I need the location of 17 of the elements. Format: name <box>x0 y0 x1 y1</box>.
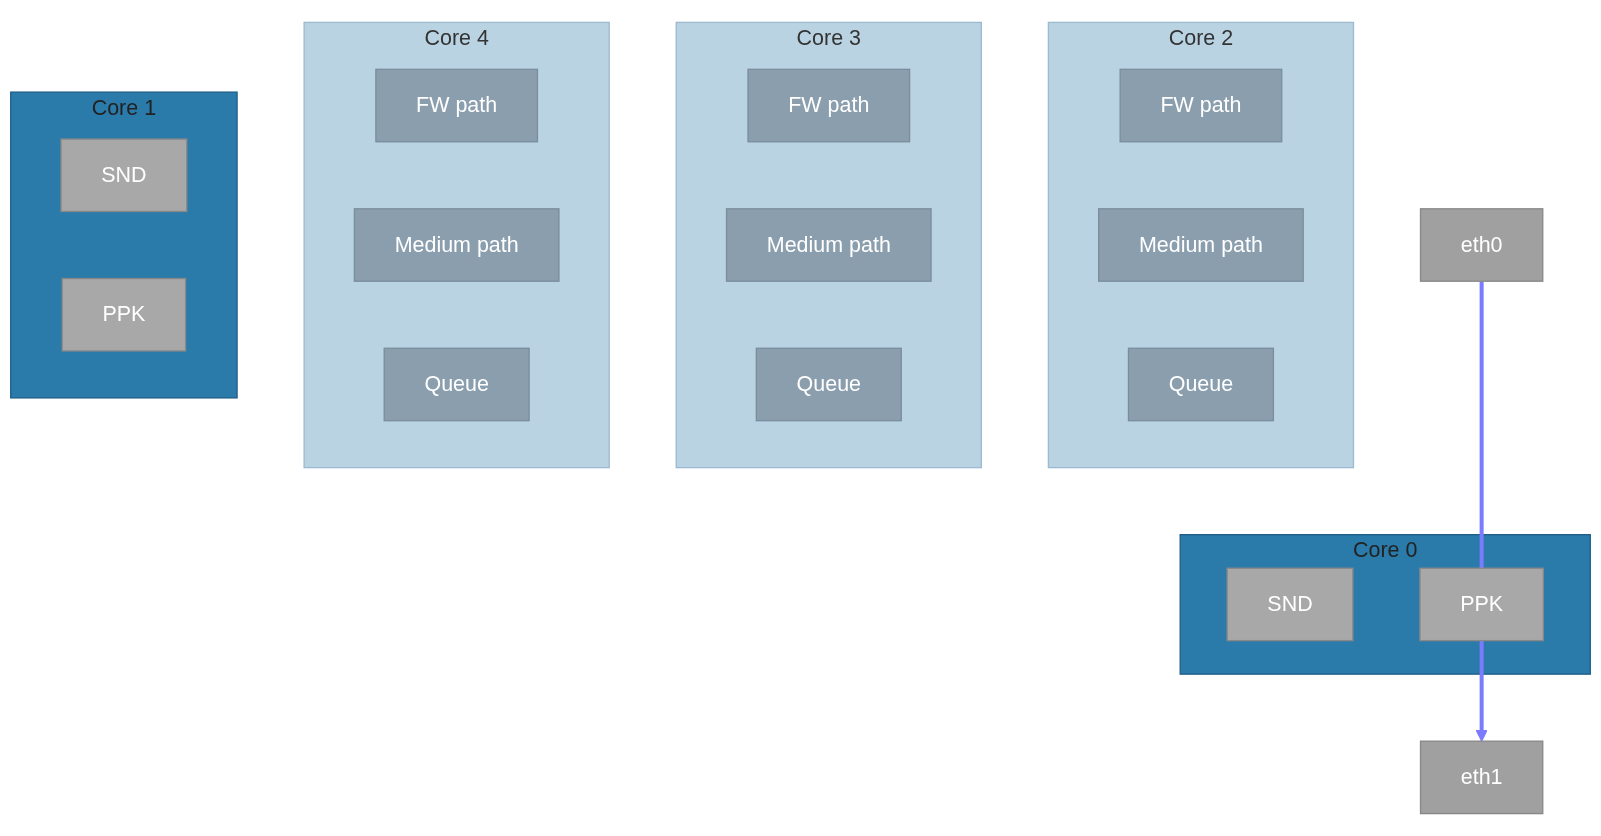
connector <box>1479 281 1484 569</box>
node-box: PPK <box>1419 567 1544 642</box>
node-box: Medium path <box>1098 208 1304 282</box>
node-box: SND <box>1226 567 1354 642</box>
node-box: Medium path <box>353 208 560 282</box>
node-box: FW path <box>747 68 911 143</box>
node-box: FW path <box>375 68 539 143</box>
node-box: Medium path <box>725 208 932 282</box>
node-box: PPK <box>61 277 187 352</box>
arrow <box>1475 640 1488 742</box>
node-box: FW path <box>1119 68 1283 143</box>
node-box: eth0 <box>1419 208 1544 282</box>
node-box: Queue <box>1127 347 1275 422</box>
node-box: Queue <box>383 347 530 422</box>
node-box: SND <box>60 138 188 213</box>
node-box: Queue <box>755 347 902 422</box>
node-box: eth1 <box>1419 740 1544 815</box>
